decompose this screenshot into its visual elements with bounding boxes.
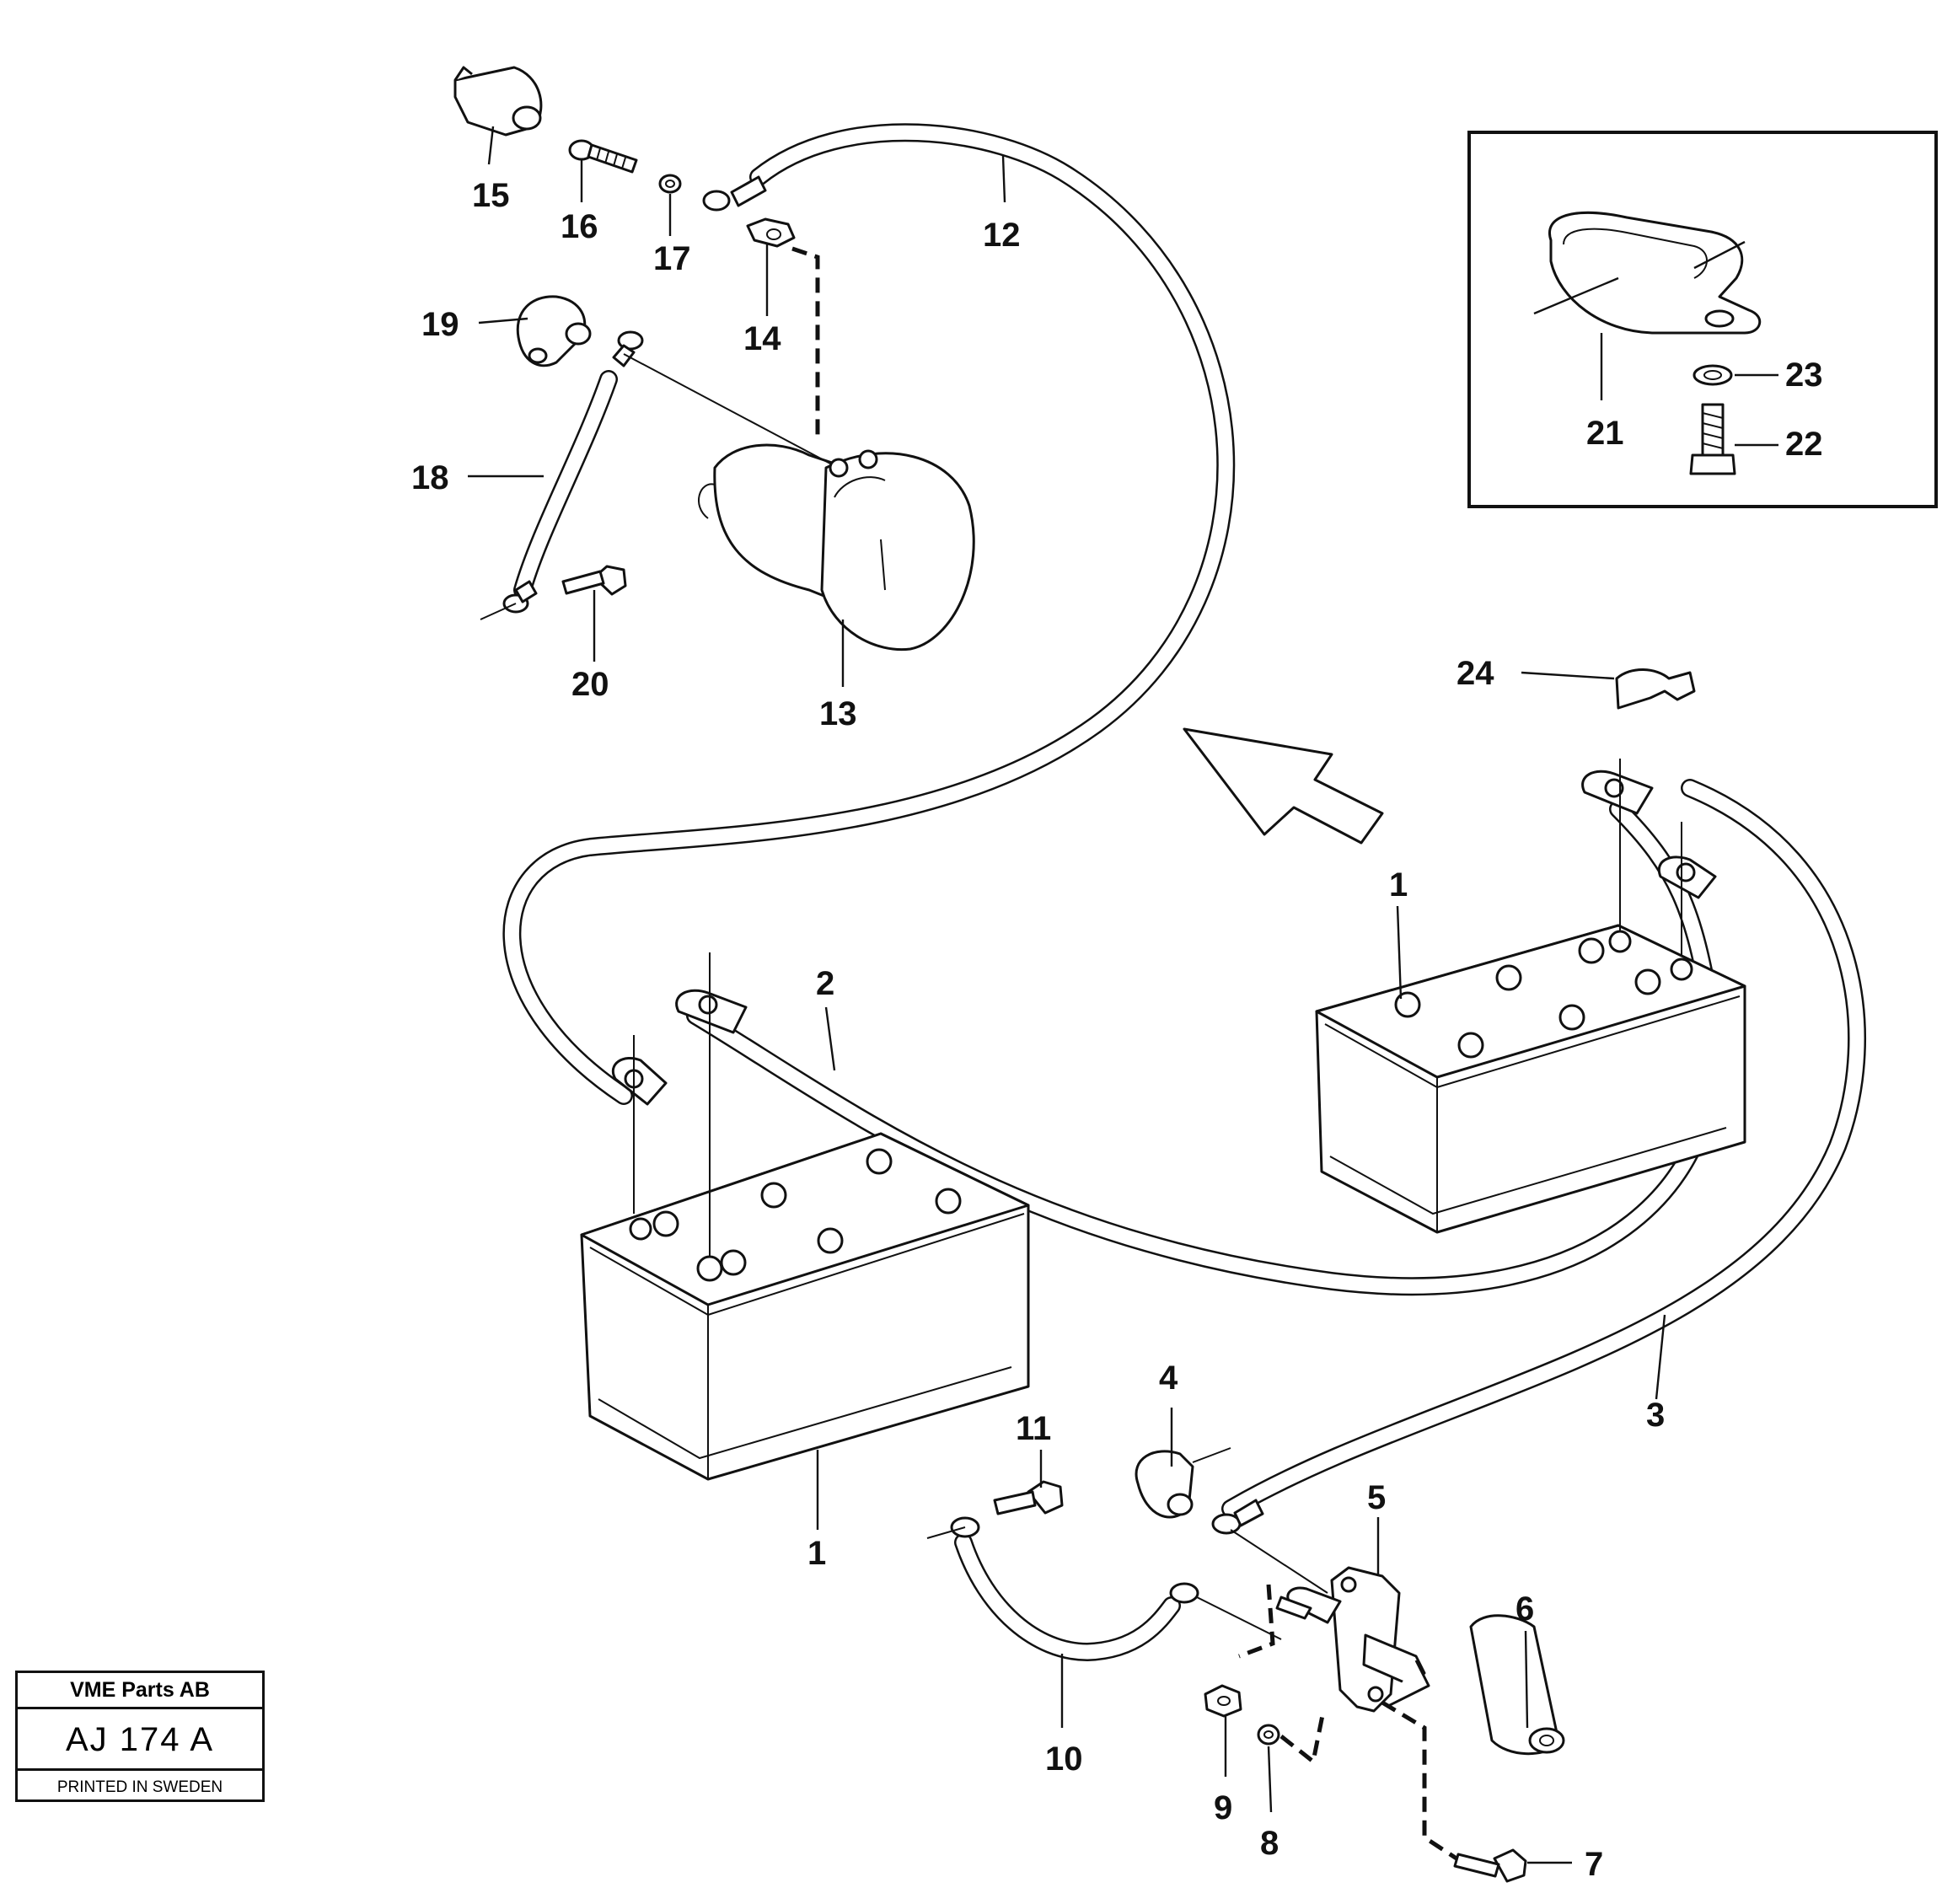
label-part-5: 5 [1367, 1479, 1386, 1516]
battery-left [580, 1132, 1030, 1481]
label-part-6: 6 [1516, 1590, 1534, 1628]
label-part-18: 18 [411, 459, 449, 496]
direction-arrow [1183, 727, 1384, 845]
label-part-24: 24 [1456, 655, 1494, 692]
label-part-17: 17 [653, 240, 691, 277]
label-part-12: 12 [983, 217, 1021, 254]
label-part-8: 8 [1260, 1825, 1279, 1862]
label-part-4: 4 [1159, 1360, 1178, 1397]
starter-motor [623, 353, 975, 652]
battery-clamps [611, 759, 1717, 1256]
label-part-3: 3 [1646, 1397, 1665, 1434]
stamp-code: AJ 174 A [18, 1709, 262, 1771]
leader-stubs [480, 603, 1231, 1539]
label-part-2: 2 [816, 965, 834, 1002]
label-part-16: 16 [561, 208, 598, 245]
label-part-1-left: 1 [807, 1535, 826, 1572]
stamp-company: VME Parts AB [18, 1673, 262, 1709]
small-parts [453, 66, 1696, 1883]
inset-clamp-detail [1467, 131, 1938, 508]
label-part-19: 19 [421, 306, 459, 343]
label-part-23: 23 [1785, 357, 1823, 394]
label-part-7: 7 [1585, 1846, 1603, 1883]
label-part-22: 22 [1785, 426, 1823, 463]
label-part-10: 10 [1045, 1740, 1083, 1778]
main-switch [1275, 1566, 1430, 1713]
cable-terminals [502, 175, 1264, 1604]
label-part-14: 14 [743, 320, 781, 357]
label-part-15: 15 [472, 177, 510, 214]
cable-18 [513, 370, 618, 599]
leader-lines [468, 126, 1666, 1864]
label-part-11: 11 [1016, 1410, 1051, 1447]
cable-3 [1221, 779, 1867, 1518]
battery-right [1315, 924, 1746, 1234]
label-part-1-right: 1 [1389, 866, 1408, 904]
label-part-9: 9 [1214, 1789, 1232, 1826]
cable-10 [954, 1533, 1181, 1662]
label-part-13: 13 [819, 695, 857, 732]
label-part-21: 21 [1586, 415, 1624, 452]
label-part-20: 20 [571, 666, 609, 703]
cable-12 [502, 123, 1236, 1105]
publisher-stamp: VME Parts AB AJ 174 A PRINTED IN SWEDEN [15, 1671, 265, 1802]
stamp-printed: PRINTED IN SWEDEN [56, 1778, 223, 1796]
part-numbers: 15 16 17 14 12 19 18 20 13 24 1 2 1 11 4… [411, 177, 1823, 1883]
cable-2 [686, 800, 1724, 1296]
